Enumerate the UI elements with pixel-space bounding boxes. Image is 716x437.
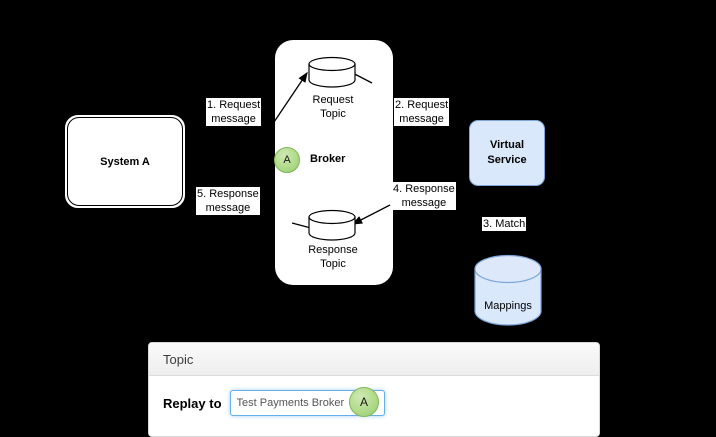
edge-label-5-line2: message bbox=[205, 202, 251, 214]
response-topic-line2: Topic bbox=[320, 258, 346, 270]
response-topic-cylinder bbox=[308, 209, 356, 241]
virtual-service-label: Virtual Service bbox=[487, 138, 526, 168]
edge-label-5-line1: 5. Response bbox=[197, 188, 259, 200]
request-topic-line2: Topic bbox=[320, 108, 346, 120]
virtual-service-line2: Service bbox=[487, 154, 527, 166]
edge-label-2-line2: message bbox=[399, 113, 444, 125]
request-topic-cylinder bbox=[308, 56, 356, 88]
response-topic-caption: Response Topic bbox=[298, 243, 368, 271]
broker-title: Broker bbox=[310, 153, 346, 165]
system-a-node: System A bbox=[67, 117, 183, 206]
replay-to-select-value: Test Payments Broker bbox=[236, 397, 345, 409]
edge-label-1-line2: message bbox=[211, 113, 256, 125]
request-topic-caption: Request Topic bbox=[298, 93, 368, 121]
edge-label-4-line1: 4. Response bbox=[393, 183, 455, 195]
topic-form-panel: Topic Replay to Test Payments Broker bbox=[148, 342, 600, 437]
edge-label-3: 3. Match bbox=[482, 217, 527, 231]
edge-label-5: 5. Response message bbox=[196, 187, 260, 215]
mappings-cylinder bbox=[474, 254, 542, 326]
annotation-badge-form-label: A bbox=[359, 395, 368, 409]
edge-label-1: 1. Request message bbox=[206, 98, 262, 126]
system-a-label: System A bbox=[100, 155, 150, 168]
annotation-badge-broker-label: A bbox=[283, 154, 291, 166]
virtual-service-node: Virtual Service bbox=[469, 120, 545, 186]
edge-label-2: 2. Request message bbox=[394, 98, 450, 126]
request-topic-line1: Request bbox=[312, 94, 354, 106]
panel-title: Topic bbox=[163, 351, 194, 367]
panel-header: Topic bbox=[149, 343, 599, 376]
edge-label-2-line1: 2. Request bbox=[395, 99, 449, 111]
edge-label-4-line2: message bbox=[401, 197, 447, 209]
mappings-label: Mappings bbox=[484, 300, 532, 312]
edge-label-4: 4. Response message bbox=[392, 182, 456, 210]
virtual-service-line1: Virtual bbox=[489, 139, 525, 151]
edge-label-3-line1: 3. Match bbox=[483, 218, 526, 230]
replay-to-label: Replay to bbox=[163, 395, 222, 411]
annotation-badge-form: A bbox=[349, 387, 379, 417]
response-topic-line1: Response bbox=[308, 244, 358, 256]
edge-label-1-line1: 1. Request bbox=[207, 99, 261, 111]
annotation-badge-broker: A bbox=[274, 147, 300, 173]
